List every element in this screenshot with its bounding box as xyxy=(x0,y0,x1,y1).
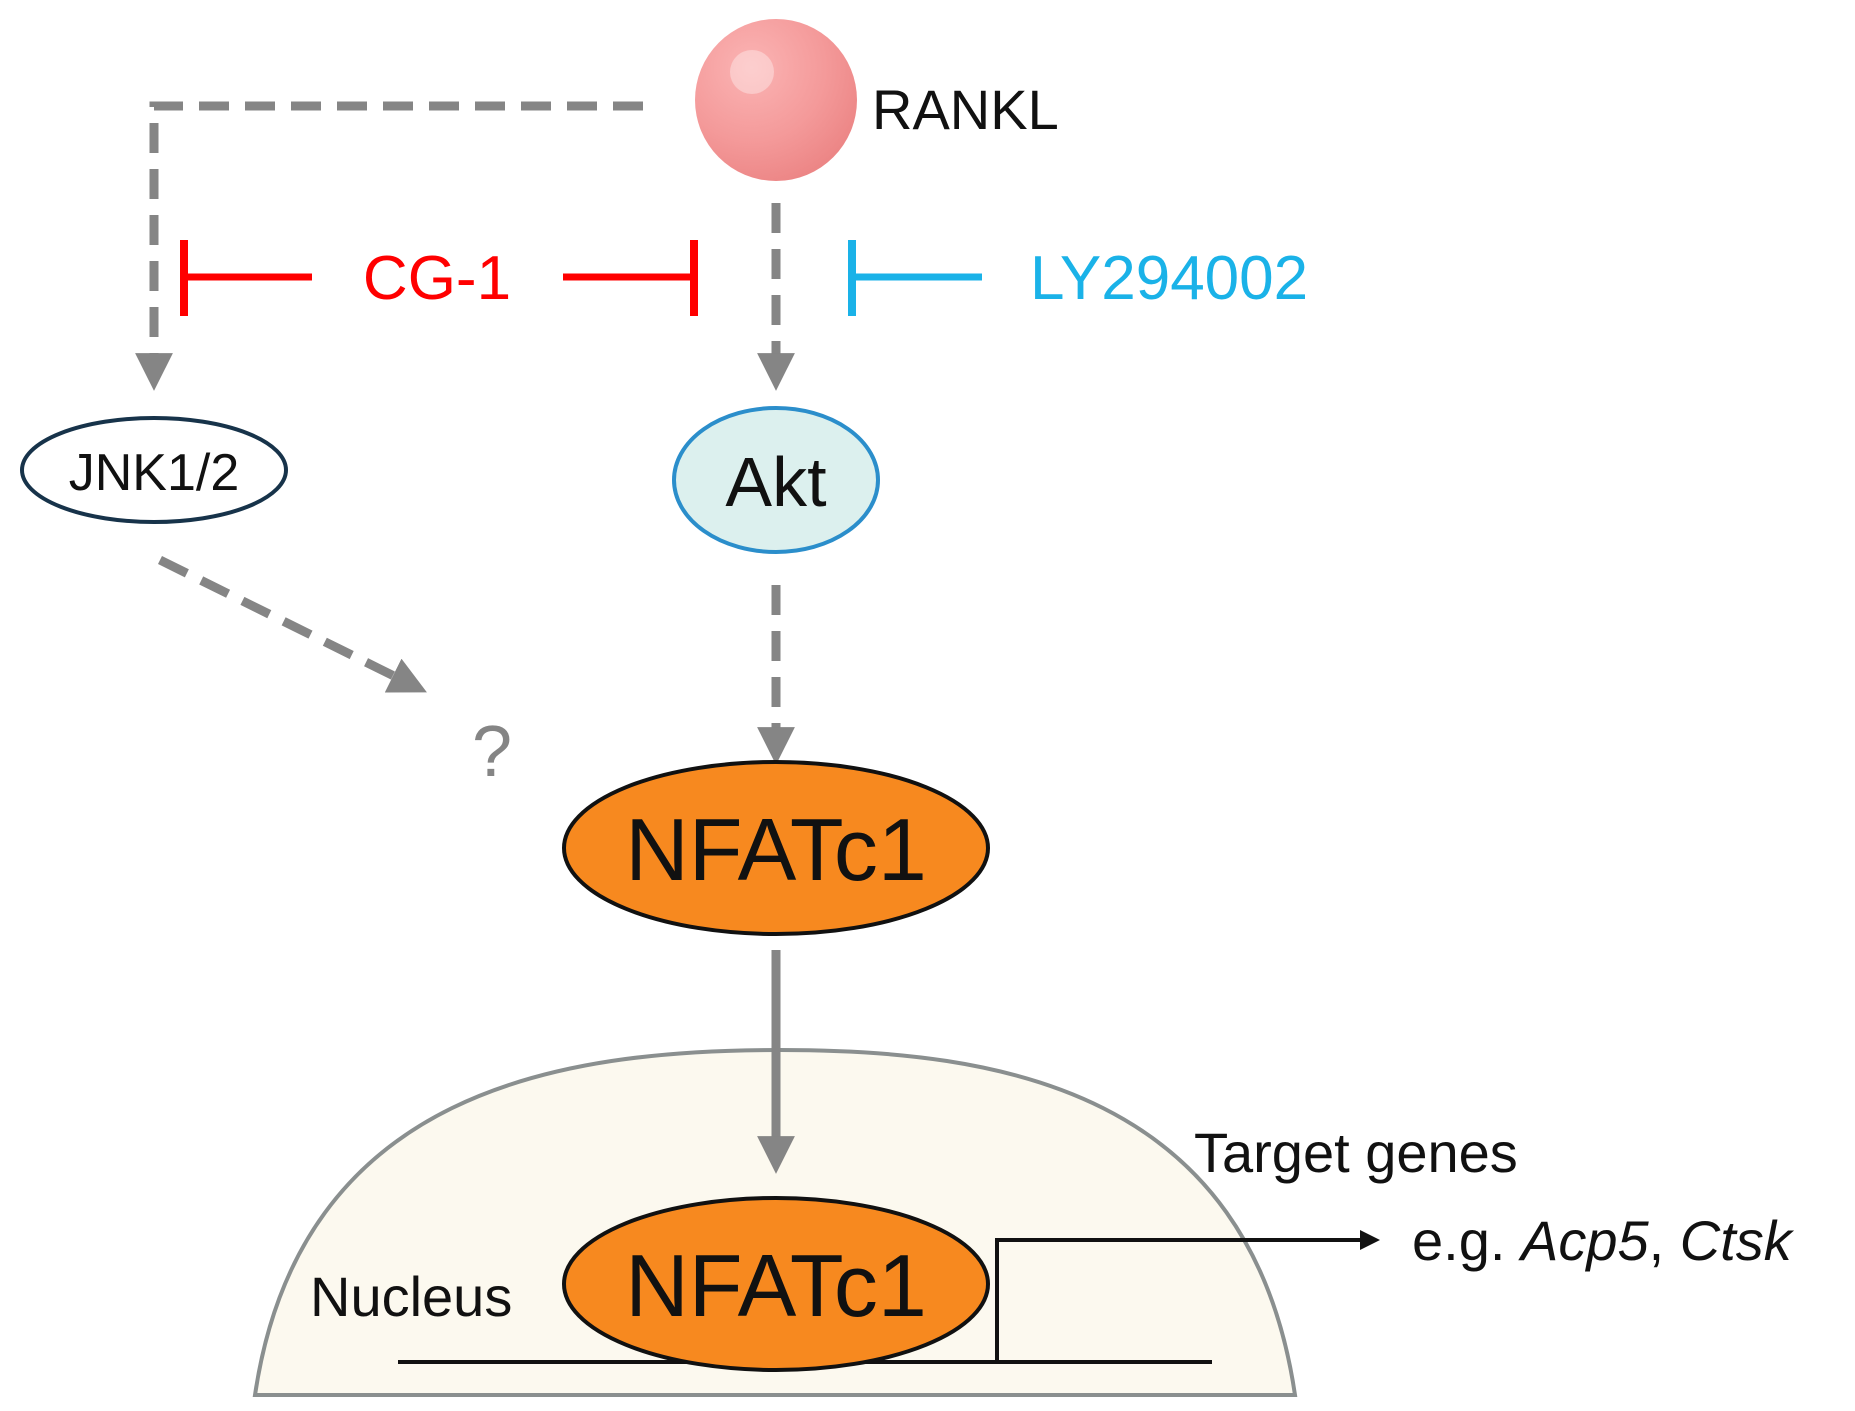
transcription-arrow xyxy=(995,1230,1380,1362)
gene-acp5: Acp5 xyxy=(1518,1209,1649,1272)
target-genes-heading: Target genes xyxy=(1194,1121,1518,1184)
jnk-to-unknown-arrow xyxy=(158,555,427,693)
rankl-ligand xyxy=(695,19,857,181)
rankl-to-jnk-arrow xyxy=(135,101,643,391)
cg1-inhibits-akt xyxy=(563,240,698,316)
gene-ctsk: Ctsk xyxy=(1680,1209,1795,1272)
nfatc1-cytoplasm-label: NFATc1 xyxy=(625,800,927,899)
nfatc1-nucleus-node xyxy=(562,1196,990,1372)
examples-prefix: e.g. xyxy=(1412,1209,1521,1272)
nfatc1-cytoplasm-node xyxy=(562,760,990,936)
examples-separator: , xyxy=(1649,1209,1680,1272)
jnk-label: JNK1/2 xyxy=(69,444,240,502)
cg1-label: CG-1 xyxy=(363,244,511,313)
akt-node xyxy=(672,406,880,554)
ly294002-label: LY294002 xyxy=(1030,244,1308,313)
nfatc1-nucleus-label: NFATc1 xyxy=(625,1236,927,1335)
nucleus-label: Nucleus xyxy=(310,1265,512,1328)
cg1-inhibits-jnk xyxy=(180,240,312,316)
unknown-target-label: ? xyxy=(472,712,512,792)
ly294002-inhibits-akt xyxy=(848,240,982,316)
target-genes-examples: e.g. Acp5, Ctsk xyxy=(1412,1209,1795,1272)
akt-label: Akt xyxy=(725,443,826,521)
jnk-node xyxy=(20,416,288,524)
rankl-label: RANKL xyxy=(872,78,1059,141)
